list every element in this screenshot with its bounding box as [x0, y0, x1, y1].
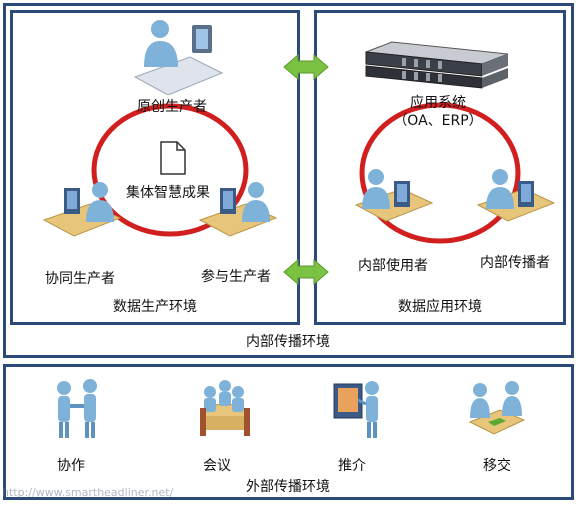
participant-producer-icon	[198, 182, 278, 237]
production-environment-title: 数据生产环境	[113, 299, 197, 315]
app-system-sublabel: （OA、ERP）	[393, 113, 483, 129]
production-cycle-ring	[91, 103, 249, 237]
presentation-label: 推介	[338, 458, 366, 474]
collab-producer-label: 协同生产者	[45, 271, 115, 287]
collab-producer-icon	[42, 182, 122, 237]
exchange-arrow-bottom	[283, 258, 329, 286]
internal-user-icon	[354, 169, 434, 222]
collaboration-icon	[57, 379, 97, 438]
outer-environment-title: 外部传播环境	[246, 479, 330, 495]
meeting-label: 会议	[203, 458, 231, 474]
handover-icon	[468, 381, 526, 435]
original-producer-icon	[133, 20, 224, 95]
application-cycle-ring	[359, 102, 521, 244]
internal-disseminator-icon	[476, 169, 556, 222]
presentation-icon	[333, 381, 379, 438]
meeting-icon	[200, 380, 250, 436]
participant-producer-label: 参与生产者	[201, 269, 271, 285]
application-environment-title: 数据应用环境	[398, 299, 482, 315]
original-producer-label: 原创生产者	[137, 99, 207, 115]
server-icon	[365, 41, 509, 89]
app-system-label: 应用系统	[410, 95, 466, 111]
collaboration-label: 协作	[57, 458, 85, 474]
inner-environment-title: 内部传播环境	[246, 334, 330, 350]
exchange-arrow-top	[283, 53, 329, 81]
collective-intelligence-label: 集体智慧成果	[126, 185, 210, 201]
document-icon	[160, 141, 186, 175]
watermark-text: http://www.smartheadliner.net/	[2, 486, 174, 499]
internal-disseminator-label: 内部传播者	[480, 255, 550, 271]
handover-label: 移交	[483, 458, 511, 474]
internal-user-label: 内部使用者	[358, 258, 428, 274]
